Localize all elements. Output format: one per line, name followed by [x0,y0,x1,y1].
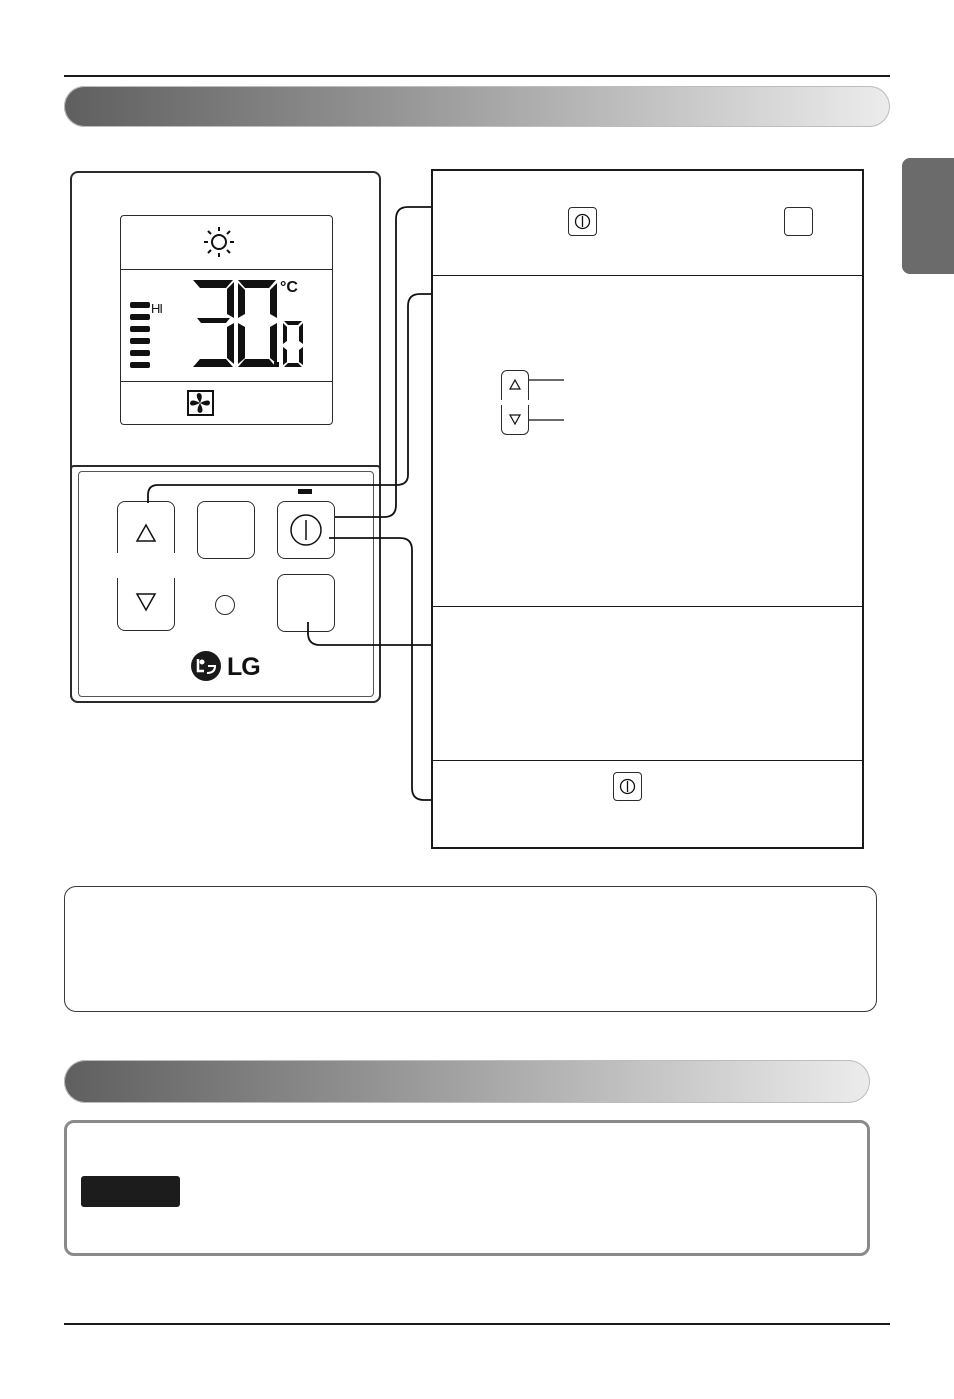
lcd-display [120,215,333,425]
callout-divider-1 [431,275,864,276]
fan-level-segment [130,362,150,368]
fan-level-segment [130,302,150,308]
temp-up-down-button[interactable] [117,501,175,631]
caution-box [64,1120,870,1256]
fan-level-segment [130,350,150,356]
bottom-rule [64,1323,890,1325]
power-key-symbol [613,772,642,801]
power-key-symbol [568,207,597,236]
temperature-unit: °C [280,279,298,296]
note-box [64,886,877,1012]
fan-speed-button[interactable] [277,574,335,632]
caution-badge [81,1176,180,1207]
lcd-divider-bottom [120,381,333,382]
lcd-divider-top [120,269,333,270]
callout-divider-3 [431,760,864,761]
section-header-bar [64,1060,870,1103]
fan-level-label: HI [151,301,163,316]
status-led [215,595,235,615]
up-key-symbol [501,370,529,400]
fan-level-segment [130,326,150,332]
fan-level-segment [130,338,150,344]
callout-box [431,169,864,849]
chapter-tab [902,158,954,274]
blank-key-symbol [784,207,813,236]
fan-level-segment [130,314,150,320]
callout-divider-2 [431,606,864,607]
lg-logo: LG [191,651,266,683]
top-rule [64,75,890,77]
section-header-bar [64,86,890,127]
down-key-symbol [501,405,529,435]
mode-button[interactable] [197,501,255,559]
on-off-button[interactable] [277,501,335,559]
lg-logo-text: LG [227,653,261,681]
lg-logo-face [196,659,217,674]
